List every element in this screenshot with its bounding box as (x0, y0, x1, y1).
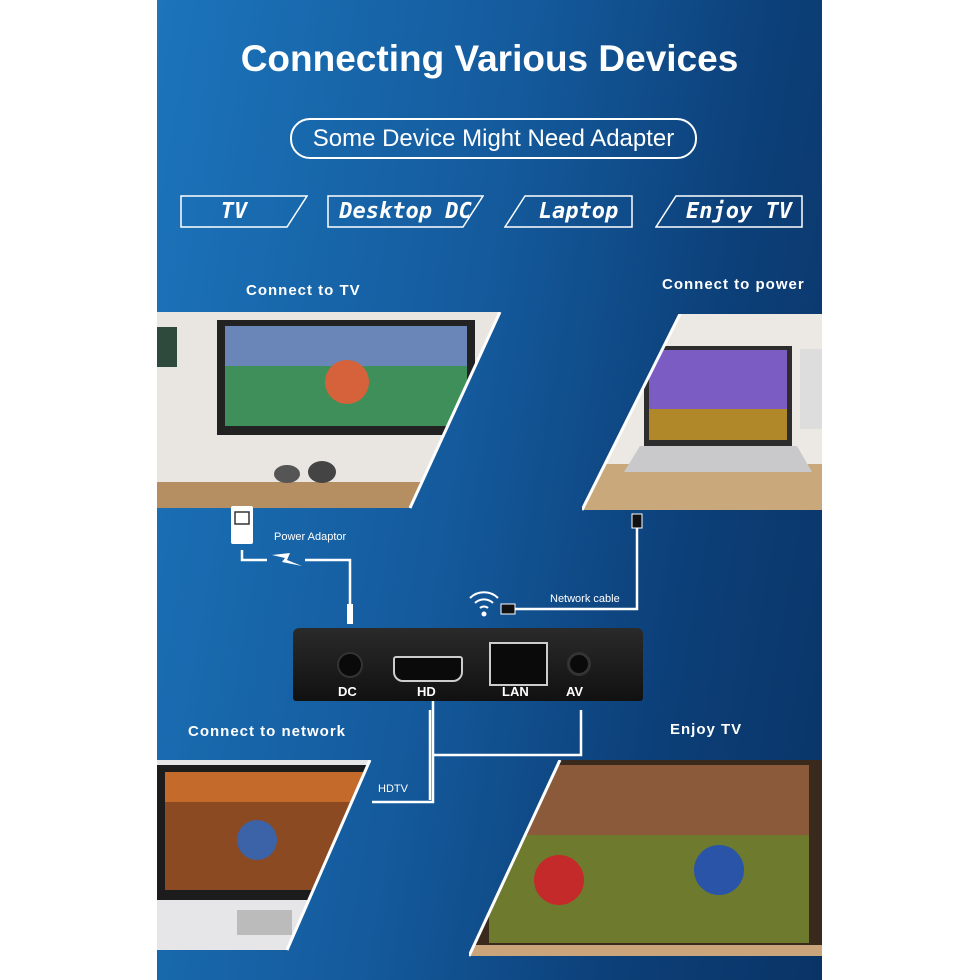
tv-box-device: DC HD LAN AV (293, 628, 643, 701)
page-title: Connecting Various Devices (240, 38, 739, 79)
av-cable (432, 710, 583, 757)
lightning-icon (272, 553, 302, 566)
monitor-photo (157, 760, 372, 951)
network-cable (512, 522, 639, 611)
av-port (567, 652, 591, 676)
power-cable (305, 558, 352, 610)
label-connect-power: Connect to power (662, 276, 805, 293)
hdtv-label: HDTV (378, 783, 408, 795)
port-label-lan: LAN (502, 684, 529, 699)
tv-room-photo (157, 312, 502, 509)
tag-enjoy-tv: Enjoy TV (655, 195, 803, 228)
power-cable (240, 550, 267, 562)
tag-tv: TV (180, 195, 308, 228)
wifi-icon (469, 591, 499, 617)
cable-diagram (231, 506, 643, 800)
tag-desktop: Desktop DC (327, 195, 484, 228)
power-plug-icon (231, 506, 253, 544)
port-label-dc: DC (338, 684, 357, 699)
tag-label: Desktop DC (339, 199, 472, 224)
label-connect-network: Connect to network (188, 723, 347, 740)
label-enjoy-tv: Enjoy TV (670, 721, 743, 738)
lan-port (489, 642, 548, 686)
tag-label: Laptop (538, 199, 619, 224)
tag-label: Enjoy TV (686, 199, 792, 224)
hdmi-port (393, 656, 463, 682)
power-adaptor-label: Power Adaptor (274, 531, 347, 543)
label-connect-tv: Connect to TV (246, 282, 361, 299)
subtitle-pill: Some Device Might Need Adapter (290, 118, 697, 159)
tv-game-photo (469, 760, 822, 957)
infographic-panel: Connecting Various Devices Some Device M… (157, 0, 822, 980)
tag-laptop: Laptop (504, 195, 633, 228)
dc-plug (347, 604, 353, 624)
ethernet-plug-icon (631, 513, 643, 529)
port-label-hd: HD (417, 684, 436, 699)
port-label-av: AV (566, 684, 584, 699)
hdtv-cable (372, 700, 435, 804)
laptop-photo (582, 314, 822, 511)
network-cable-label: Network cable (550, 593, 620, 605)
ethernet-plug-icon (500, 603, 516, 615)
dc-port (337, 652, 363, 678)
tag-label: TV (220, 199, 248, 224)
